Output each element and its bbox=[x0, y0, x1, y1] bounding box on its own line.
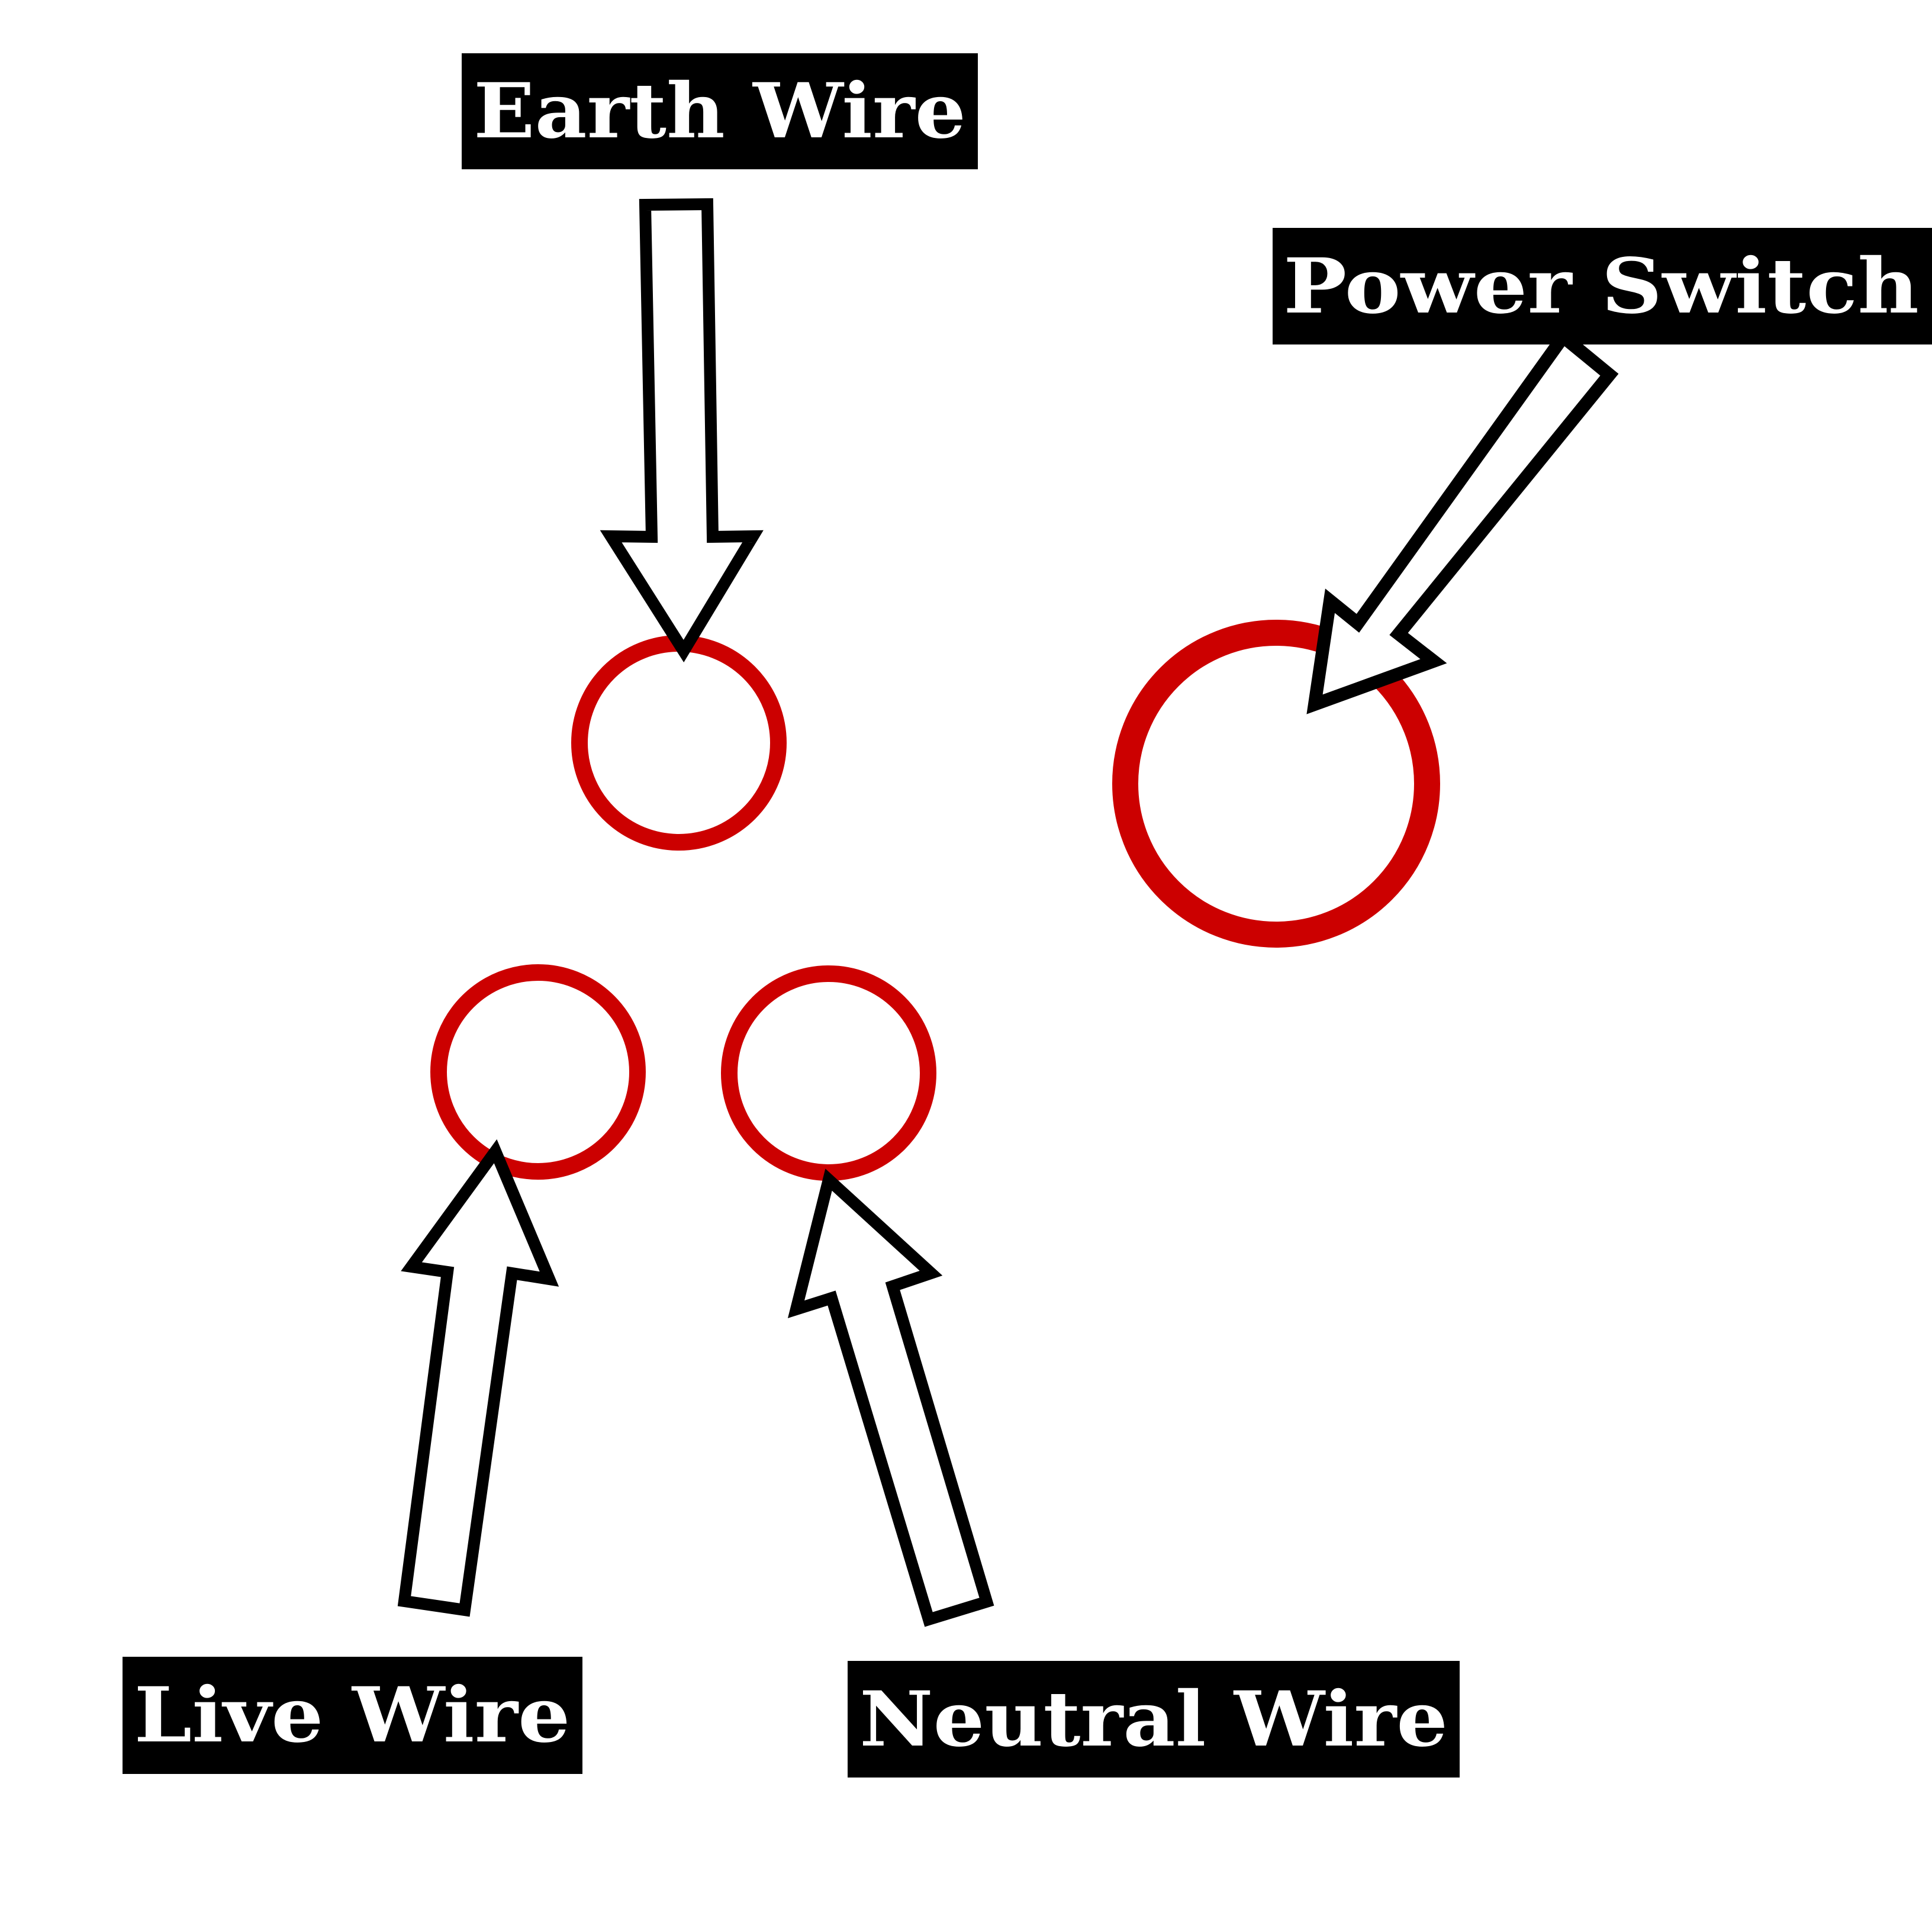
power-switch-ring bbox=[1112, 620, 1440, 948]
earth-wire-label: Earth Wire bbox=[462, 53, 978, 169]
live-wire-label: Live Wire bbox=[123, 1657, 582, 1774]
power-switch-arrow-fixed bbox=[1306, 327, 1619, 714]
neutral-arrow bbox=[787, 1168, 994, 1627]
live-terminal-ring bbox=[430, 964, 646, 1180]
live-wire-label-text: Live Wire bbox=[134, 1671, 571, 1760]
live-arrow bbox=[397, 1139, 559, 1617]
power-switch-label: Power Switch bbox=[1273, 228, 1932, 344]
earth-terminal-ring bbox=[571, 635, 787, 851]
neutral-wire-label: Neutral Wire bbox=[848, 1661, 1460, 1778]
neutral-terminal-ring bbox=[721, 965, 936, 1181]
earth-wire-label-text: Earth Wire bbox=[474, 67, 966, 156]
neutral-wire-label-text: Neutral Wire bbox=[859, 1675, 1448, 1764]
power-switch-label-text: Power Switch bbox=[1283, 242, 1919, 331]
earth-arrow bbox=[600, 198, 764, 663]
